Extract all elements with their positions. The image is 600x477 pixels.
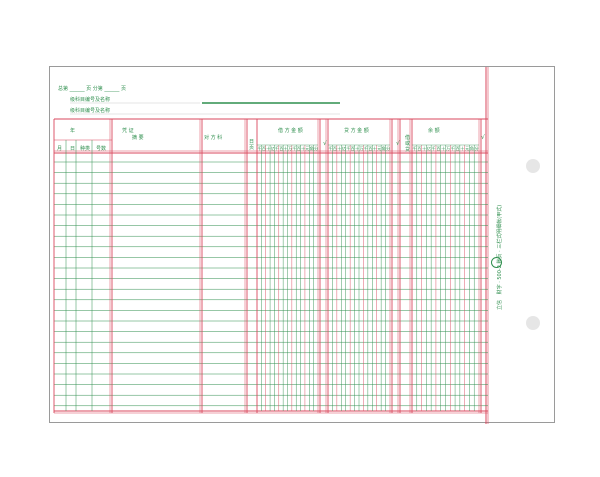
check-mark-1: √ xyxy=(323,140,327,147)
stamp-text: 财字 · 500-2 账页 · 三栏式明细帐(甲式) xyxy=(497,204,503,295)
digit-label: 万 xyxy=(446,146,450,151)
digit-label: 十 xyxy=(266,146,271,151)
digit-label: 万 xyxy=(359,146,364,151)
check-mark-3: √ xyxy=(481,134,485,141)
digit-label: 十 xyxy=(301,146,306,151)
col-day: 日 xyxy=(70,146,76,152)
digit-label: 千 xyxy=(363,146,368,151)
digit-label: 百 xyxy=(350,146,355,151)
digit-label: 元 xyxy=(377,146,382,151)
digit-label: 分 xyxy=(314,146,319,151)
digit-label: 百 xyxy=(436,146,441,151)
col-counter-account: 对 方 科 xyxy=(204,135,223,141)
stamp-code: 立信 xyxy=(497,299,503,310)
digit-label: 百 xyxy=(455,146,460,151)
col-summary: 摘 要 xyxy=(132,135,144,141)
check-mark-2: √ xyxy=(396,140,400,147)
digit-label: 角 xyxy=(469,146,474,151)
col-voucher-type: 种类 xyxy=(80,146,91,152)
digit-label: 亿 xyxy=(341,146,346,151)
account-line-2: 级科目编号及名称 xyxy=(70,108,111,114)
digit-label: 角 xyxy=(309,146,314,151)
digit-label: 千 xyxy=(346,146,351,151)
digit-label: 十 xyxy=(283,146,288,151)
digit-label: 亿 xyxy=(426,146,431,151)
col-voucher-no: 号数 xyxy=(96,146,107,152)
col-voucher: 凭 证 xyxy=(122,128,134,134)
ledger-sheet: 总第 ______ 页 分第 ______ 页 级科目编号及名称 级科目编号及名… xyxy=(49,66,555,424)
digit-label: 百 xyxy=(368,146,373,151)
digit-label: 百 xyxy=(417,146,422,151)
ledger-grid xyxy=(53,67,489,424)
digit-label: 分 xyxy=(386,146,391,151)
col-credit: 贷 方 金 额 xyxy=(344,128,369,134)
digit-label: 千 xyxy=(328,146,333,151)
digit-label: 十 xyxy=(441,146,446,151)
digit-label: 角 xyxy=(381,146,386,151)
col-dr-cr: 借或贷 xyxy=(405,135,411,153)
digit-label: 亿 xyxy=(270,146,275,151)
col-folio: 日页 xyxy=(249,139,255,151)
digit-label: 分 xyxy=(474,146,479,151)
binding-hole-top xyxy=(526,159,540,173)
digit-label: 十 xyxy=(422,146,427,151)
digit-label: 千 xyxy=(450,146,455,151)
digit-label: 十 xyxy=(460,146,465,151)
col-month: 月 xyxy=(57,146,63,152)
digit-label: 元 xyxy=(305,146,310,151)
page-number-line: 总第 ______ 页 分第 ______ 页 xyxy=(58,86,126,92)
account-line-1: 级科目编号及名称 xyxy=(70,97,111,103)
digit-label: 千 xyxy=(274,146,279,151)
digit-label: 百 xyxy=(261,146,266,151)
digit-label: 十 xyxy=(372,146,377,151)
digit-label: 千 xyxy=(257,146,262,151)
digit-label: 百 xyxy=(279,146,284,151)
digit-label: 千 xyxy=(412,146,417,151)
digit-label: 千 xyxy=(292,146,297,151)
digit-label: 百 xyxy=(332,146,337,151)
col-year: 年 xyxy=(70,128,76,134)
digit-label: 十 xyxy=(355,146,360,151)
digit-label: 百 xyxy=(296,146,301,151)
digit-label: 万 xyxy=(288,146,292,151)
binding-hole-bottom xyxy=(526,316,540,330)
digit-label: 元 xyxy=(465,146,470,151)
digit-label: 千 xyxy=(431,146,436,151)
digit-label: 十 xyxy=(337,146,342,151)
logo-icon xyxy=(491,257,502,268)
col-debit: 借 方 金 额 xyxy=(278,128,303,134)
col-balance: 余 额 xyxy=(428,128,440,134)
